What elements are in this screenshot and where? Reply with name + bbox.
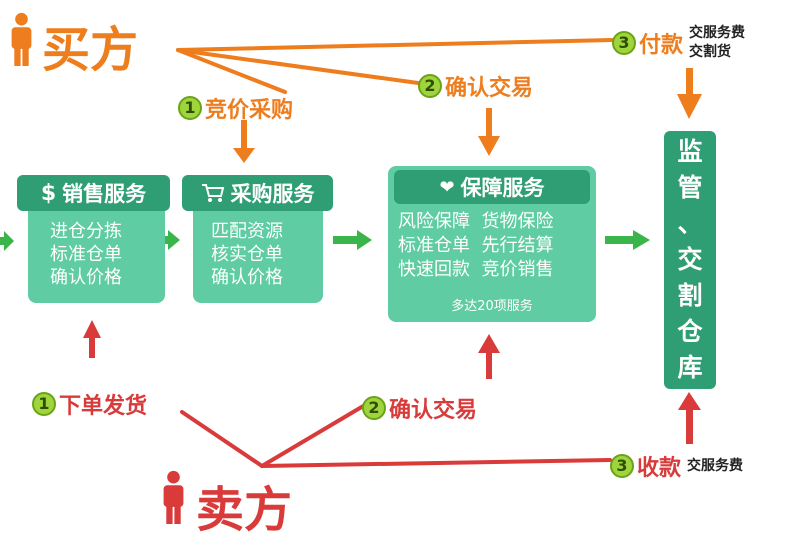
purchase-service-items: 匹配资源 核实仓单 确认价格	[211, 220, 283, 289]
buyer-person-icon	[11, 12, 32, 66]
heart-icon: ❤	[439, 176, 455, 198]
warehouse-char: 割	[677, 281, 703, 310]
warehouse-char: 监	[677, 137, 703, 166]
guarantee-footer: 多达20项服务	[451, 299, 533, 314]
green-flow-arrows	[0, 230, 650, 251]
buyer-step-3: 3 付款 交服务费 交割货	[612, 24, 745, 62]
seller-step-1-label: 下单发货	[59, 394, 148, 419]
step-number-badge: 3	[610, 454, 634, 478]
guarantee-service-box: ❤ 保障服务 风险保障 货物保险 标准仓单 先行结算 快速回款 竞价销售 多达2…	[388, 166, 596, 322]
purchase-item: 确认价格	[211, 267, 283, 288]
warehouse-char: 、	[677, 209, 703, 238]
buyer-label: 买方	[42, 22, 139, 78]
purchase-service-title: 采购服务	[230, 182, 315, 206]
buyer-connector-lines	[176, 38, 614, 94]
seller-step-1: 1 下单发货	[32, 388, 147, 420]
cart-icon	[201, 183, 225, 203]
step-number-badge: 1	[32, 392, 56, 416]
buyer-step-3-label: 付款	[639, 33, 684, 58]
purchase-service-header: 采购服务	[182, 175, 333, 211]
buyer-step-2-label: 确认交易	[445, 76, 534, 101]
warehouse-char: 库	[677, 353, 703, 382]
seller-step-3-note: 交服务费	[687, 457, 744, 474]
guarantee-item: 风险保障 货物保险	[398, 211, 554, 232]
sales-item: 进仓分拣	[50, 221, 122, 242]
seller-up-arrows	[83, 320, 701, 444]
sales-item: 标准仓单	[50, 244, 122, 265]
sales-service-items: 进仓分拣 标准仓单 确认价格	[50, 220, 122, 289]
step-number-badge: 3	[612, 31, 636, 55]
buyer-step-3-notes: 交服务费 交割货	[689, 24, 745, 62]
seller-person-icon	[163, 470, 184, 524]
note-service-fee: 交服务费	[689, 25, 746, 41]
seller-step-2: 2 确认交易	[362, 392, 477, 424]
guarantee-service-title: 保障服务	[460, 176, 545, 200]
guarantee-item: 标准仓单 先行结算	[398, 235, 554, 256]
buyer-down-arrows	[233, 68, 702, 163]
step-number-badge: 1	[178, 96, 202, 120]
buyer-step-1: 1 竞价采购	[178, 92, 293, 124]
seller-label: 卖方	[196, 482, 293, 538]
seller-step-3: 3 收款 交服务费	[610, 450, 743, 482]
warehouse-char: 交	[677, 245, 703, 274]
purchase-item: 匹配资源	[211, 221, 283, 242]
seller-connector-lines	[180, 403, 612, 468]
guarantee-item: 快速回款 竞价销售	[398, 259, 554, 280]
guarantee-service-items: 风险保障 货物保险 标准仓单 先行结算 快速回款 竞价销售	[398, 210, 553, 282]
seller-step-3-label: 收款	[637, 456, 682, 481]
guarantee-service-header: ❤ 保障服务	[394, 170, 590, 204]
sales-service-header: $ 销售服务	[17, 175, 170, 211]
purchase-item: 核实仓单	[211, 244, 283, 265]
dollar-icon: $	[40, 180, 57, 206]
step-number-badge: 2	[418, 74, 442, 98]
sales-service-title: 销售服务	[62, 182, 147, 206]
warehouse-char: 仓	[677, 317, 703, 346]
note-delivery: 交割货	[689, 44, 732, 60]
buyer-step-2: 2 确认交易	[418, 70, 533, 102]
sales-item: 确认价格	[50, 267, 122, 288]
warehouse-panel: 监 管 、 交 割 仓 库	[664, 131, 716, 389]
step-number-badge: 2	[362, 396, 386, 420]
seller-step-2-label: 确认交易	[389, 398, 478, 423]
buyer-step-1-label: 竞价采购	[205, 98, 294, 123]
warehouse-char: 管	[677, 173, 703, 202]
